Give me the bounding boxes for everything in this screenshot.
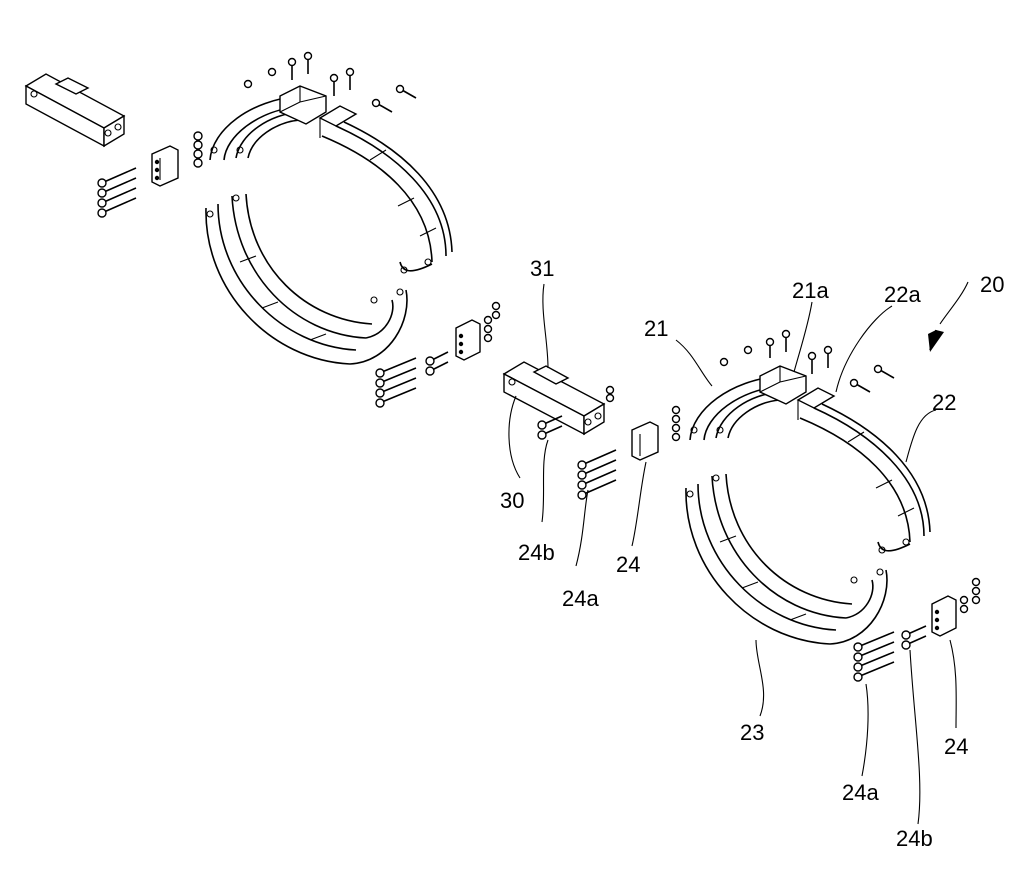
lower-top-hardware <box>719 329 895 393</box>
label-22: 22 <box>932 390 956 415</box>
label-24b-right: 24b <box>896 826 933 851</box>
upper-connector-bar <box>24 73 126 148</box>
label-20: 20 <box>980 272 1004 297</box>
label-23: 23 <box>740 720 764 745</box>
upper-nuts <box>193 131 203 168</box>
ring-segment-22 <box>796 387 931 554</box>
label-31: 31 <box>530 256 554 281</box>
label-24-right: 24 <box>944 734 968 759</box>
lower-assembly <box>502 329 981 682</box>
lower-right-hardware <box>853 577 981 682</box>
label-24a-mid: 24a <box>562 586 599 611</box>
upper-ring <box>205 85 453 365</box>
plate-24-mid <box>631 405 681 461</box>
label-24a-right: 24a <box>842 780 879 805</box>
reference-labels: 31 30 24b 24a 24 21 21a 22a 20 22 23 24 … <box>500 256 1004 851</box>
upper-top-hardware <box>243 51 417 113</box>
upper-plate <box>151 145 179 187</box>
label-30: 30 <box>500 488 524 513</box>
label-21: 21 <box>644 316 668 341</box>
label-24b-mid: 24b <box>518 540 555 565</box>
upper-assembly <box>24 51 501 408</box>
upper-long-bolts <box>97 167 137 218</box>
label-22a: 22a <box>884 282 921 307</box>
upper-lower-hardware <box>375 301 501 408</box>
leader-lines <box>508 281 969 825</box>
label-21a: 21a <box>792 278 829 303</box>
connector-bar-30 <box>502 361 615 436</box>
ring-segment-21 <box>689 365 807 441</box>
long-bolts-24a-mid <box>577 449 617 500</box>
short-bolts-24b-mid <box>537 415 563 440</box>
label-24-mid: 24 <box>616 552 640 577</box>
ring-segment-23 <box>685 473 888 645</box>
